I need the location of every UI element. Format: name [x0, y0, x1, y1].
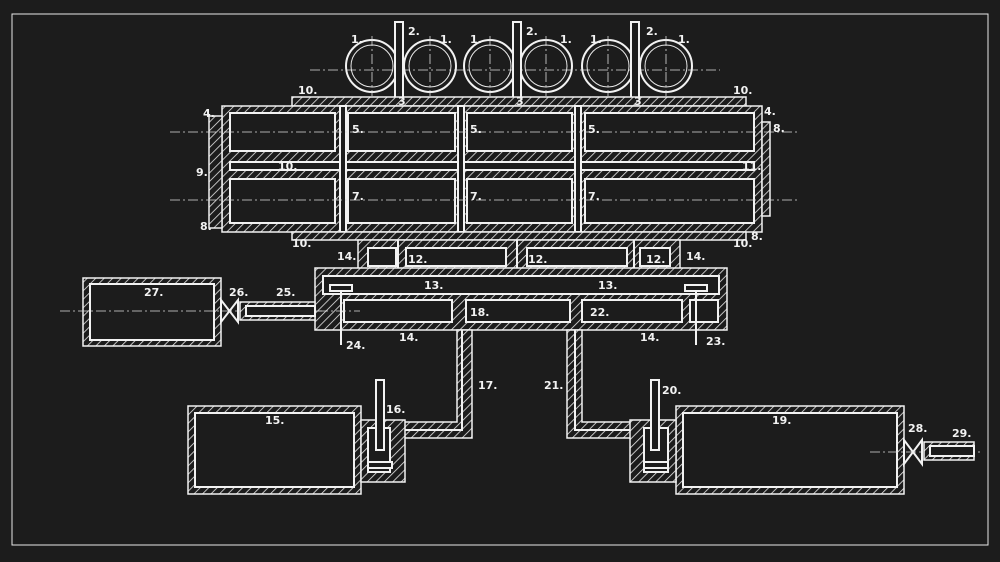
drawing-border: [11, 13, 989, 546]
label-4: 4.: [203, 107, 215, 120]
svg-text:12.: 12.: [528, 253, 548, 266]
label-24: 24.: [346, 339, 366, 352]
svg-text:12.: 12.: [646, 253, 666, 266]
label-27: 27.: [144, 286, 164, 299]
tank-15: [187, 379, 406, 495]
svg-text:7.: 7.: [470, 190, 482, 203]
labels: 1. 1. 1. 1. 1. 1. 2. 2. 2. 3 3 3 10. 10.…: [144, 25, 972, 440]
svg-text:10.: 10.: [733, 237, 753, 250]
label-1: 1.: [351, 33, 363, 46]
svg-text:3: 3: [634, 95, 642, 108]
label-20: 20.: [662, 384, 682, 397]
label-10: 10.: [298, 84, 318, 97]
label-8: 8.: [773, 122, 785, 135]
label-19: 19.: [772, 414, 792, 427]
svg-text:14.: 14.: [686, 250, 706, 263]
label-17: 17.: [478, 379, 498, 392]
upper-chambers: [357, 239, 681, 271]
lower-housing: [300, 267, 728, 345]
svg-text:8.: 8.: [751, 230, 763, 243]
pipes: [394, 329, 641, 439]
label-14: 14.: [337, 250, 357, 263]
label-25: 25.: [276, 286, 296, 299]
svg-text:10.: 10.: [292, 237, 312, 250]
label-22: 22.: [590, 306, 610, 319]
svg-text:2.: 2.: [646, 25, 658, 38]
label-15: 15.: [265, 414, 285, 427]
svg-text:5.: 5.: [470, 123, 482, 136]
svg-text:7.: 7.: [588, 190, 600, 203]
svg-text:1.: 1.: [678, 33, 690, 46]
svg-text:1.: 1.: [590, 33, 602, 46]
svg-text:3: 3: [516, 95, 524, 108]
label-13: 13.: [424, 279, 444, 292]
svg-text:14.: 14.: [399, 331, 419, 344]
label-12: 12.: [408, 253, 428, 266]
label-2: 2.: [408, 25, 420, 38]
label-29: 29.: [952, 427, 972, 440]
svg-text:2.: 2.: [526, 25, 538, 38]
rollers: [310, 21, 720, 103]
label-5: 5.: [352, 123, 364, 136]
tank-27: [60, 277, 330, 347]
label-21: 21.: [544, 379, 564, 392]
bottom-plate: [291, 231, 747, 241]
label-7: 7.: [352, 190, 364, 203]
label-11: 11.: [742, 160, 762, 173]
label-18: 18.: [470, 306, 490, 319]
tank-19: [629, 379, 980, 495]
svg-text:1.: 1.: [470, 33, 482, 46]
label-9: 9.: [196, 166, 208, 179]
svg-text:14.: 14.: [640, 331, 660, 344]
label-23: 23.: [706, 335, 726, 348]
label-26: 26.: [229, 286, 249, 299]
svg-text:10.: 10.: [733, 84, 753, 97]
svg-text:1.: 1.: [440, 33, 452, 46]
main-body: [170, 105, 800, 233]
svg-text:10.: 10.: [278, 160, 298, 173]
label-16: 16.: [386, 403, 406, 416]
svg-text:1.: 1.: [560, 33, 572, 46]
svg-text:8.: 8.: [200, 220, 212, 233]
label-28: 28.: [908, 422, 928, 435]
svg-text:4.: 4.: [764, 105, 776, 118]
svg-text:5.: 5.: [588, 123, 600, 136]
svg-text:13.: 13.: [598, 279, 618, 292]
label-3: 3: [398, 95, 406, 108]
